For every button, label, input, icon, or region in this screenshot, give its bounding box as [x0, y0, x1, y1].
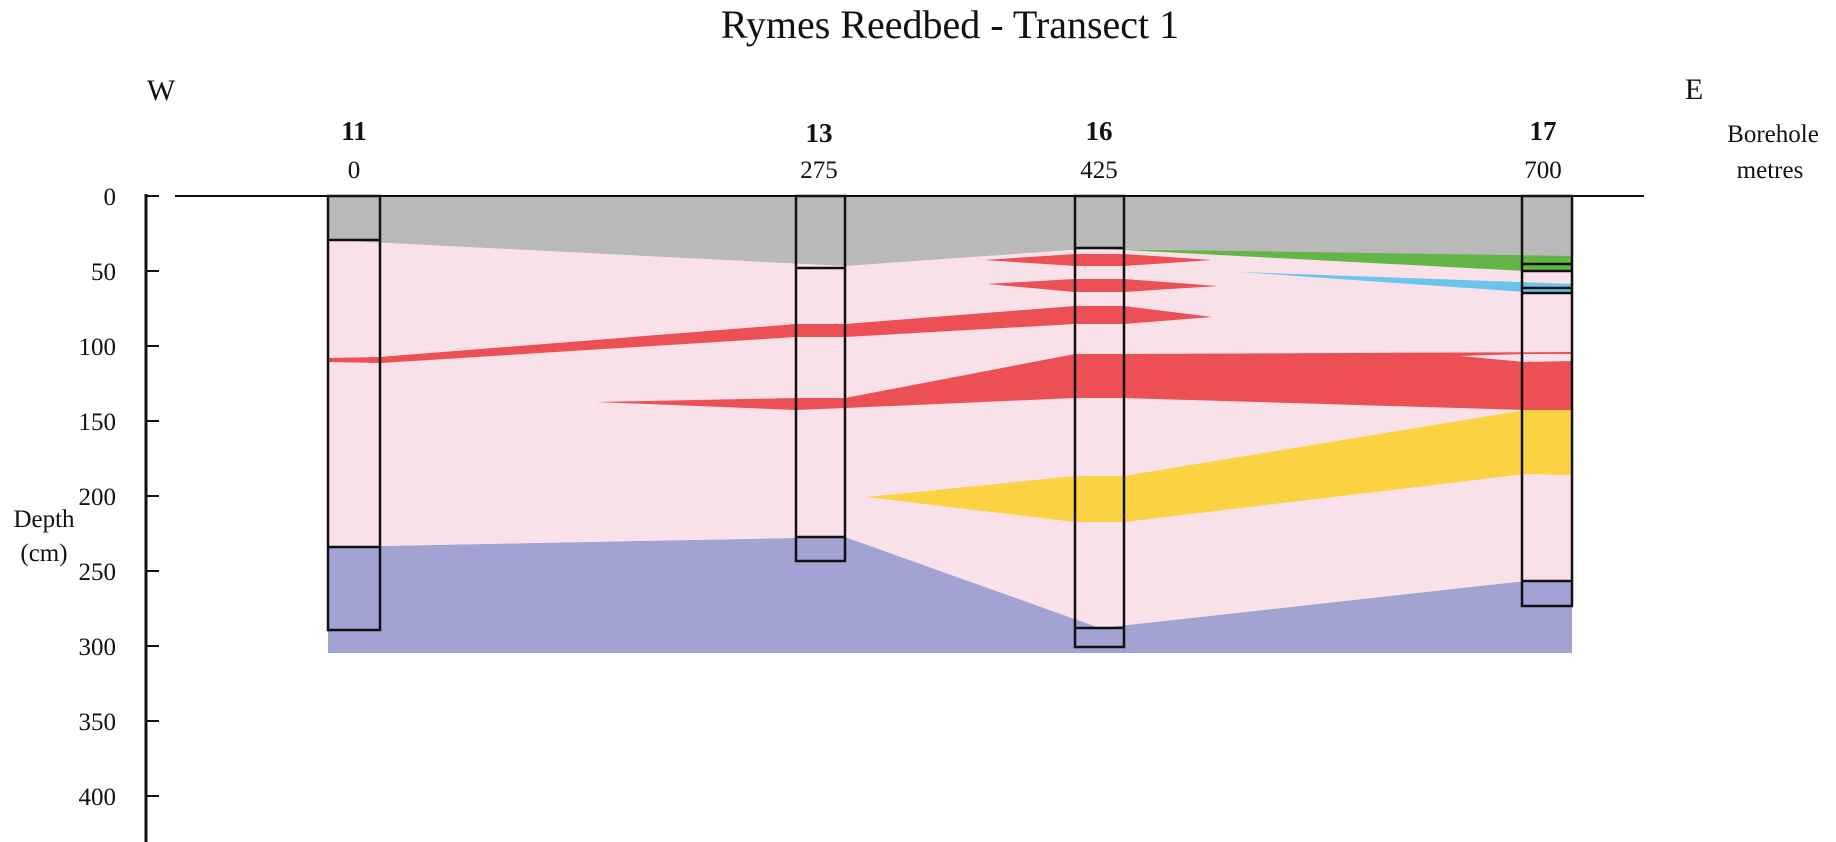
green-layer — [1105, 249, 1572, 271]
borehole-column-13 — [794, 194, 847, 563]
depth-tick-label: 300 — [79, 634, 117, 661]
borehole-metres: 425 — [1080, 157, 1118, 184]
sediment-units — [328, 196, 1572, 653]
depth-tick-label: 200 — [79, 484, 117, 511]
depth-tick-labels: 0 50 100 150 200 250 300 350 400 — [79, 184, 117, 811]
depth-tick-label: 350 — [79, 709, 117, 736]
depth-axis-ticks — [146, 195, 159, 797]
borehole-id: 11 — [341, 116, 367, 146]
red-lens — [329, 306, 1212, 363]
cyan-layer — [1240, 272, 1572, 292]
borehole-core-outline — [794, 194, 847, 563]
borehole-metres: 0 — [348, 157, 361, 184]
borehole-id: 17 — [1530, 116, 1557, 146]
borehole-core-outline — [326, 194, 382, 632]
borehole-id: 16 — [1086, 116, 1113, 146]
borehole-column-11 — [326, 194, 382, 632]
grey-surface-unit — [328, 196, 1572, 266]
borehole-columns — [326, 194, 1574, 649]
red-lens — [984, 254, 1212, 266]
borehole-id: 13 — [806, 118, 833, 148]
borehole-core-outline — [1520, 194, 1574, 608]
basal-blue-unit — [328, 537, 1572, 653]
borehole-header-label: Borehole — [1727, 121, 1819, 148]
east-label: E — [1685, 73, 1703, 106]
metres-header-label: metres — [1737, 157, 1804, 184]
depth-tick-label: 100 — [79, 334, 117, 361]
borehole-core-outline — [1073, 194, 1126, 649]
red-lens-pink-parting — [1460, 354, 1572, 362]
depth-tick-label: 150 — [79, 409, 117, 436]
depth-axis-unit: (cm) — [20, 540, 67, 567]
west-label: W — [147, 74, 176, 107]
depth-tick-label: 0 — [104, 184, 117, 211]
borehole-column-16 — [1073, 194, 1126, 649]
depth-axis-label: Depth — [13, 506, 75, 533]
borehole-column-17 — [1520, 194, 1574, 608]
yellow-layer — [866, 410, 1572, 522]
depth-tick-label: 50 — [91, 259, 116, 286]
borehole-metres: 275 — [800, 157, 838, 184]
depth-tick-label: 250 — [79, 559, 117, 586]
diagram-title: Rymes Reedbed - Transect 1 — [721, 2, 1179, 47]
red-lens — [987, 279, 1218, 292]
borehole-metres: 700 — [1524, 157, 1562, 184]
red-lens — [596, 352, 1572, 410]
depth-tick-label: 400 — [79, 784, 117, 811]
